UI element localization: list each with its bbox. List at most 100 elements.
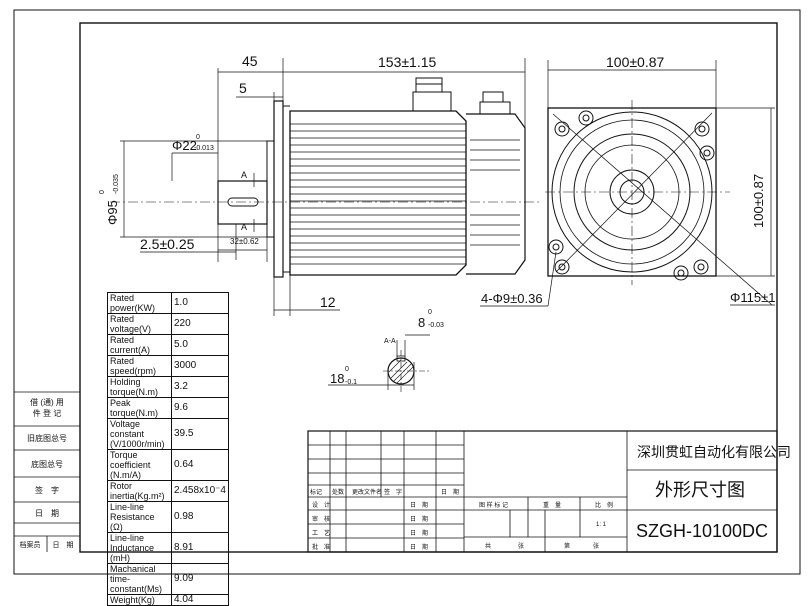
spec-row: Rated voltage(V)220 xyxy=(107,313,229,335)
tb-date-2: 日 期 xyxy=(410,515,428,523)
spec-value: 9.09 xyxy=(171,563,229,595)
dim-100-height: 100±0.87 xyxy=(751,174,766,228)
shaft-section-aa xyxy=(328,334,430,392)
sidebar-archive-date: 日 期 xyxy=(53,541,74,549)
side-view-dimensions xyxy=(120,58,526,316)
outer-border xyxy=(13,9,801,575)
spec-label: Rated voltage(V) xyxy=(107,313,172,335)
spec-label: Rated speed(rpm) xyxy=(107,355,172,377)
dim-key-height-tol-bot: -0.1 xyxy=(345,379,357,386)
tb-date-4: 日 期 xyxy=(410,543,428,551)
dim-key-height-tol-top: 0 xyxy=(345,366,349,373)
dim-shaft-dia: Φ22 xyxy=(172,138,197,153)
section-label: A-A xyxy=(384,338,396,345)
sidebar-usage-2: 件 登 记 xyxy=(33,408,61,418)
spec-label: Rated power(KW) xyxy=(107,292,172,314)
tb-scale: 比 例 xyxy=(595,501,613,509)
sidebar-sign: 签 字 xyxy=(35,485,59,495)
tb-total: 共 xyxy=(485,542,491,550)
spec-label: Torque coefficient (N.m/A) xyxy=(107,449,172,481)
sidebar-base-drawing: 底图总号 xyxy=(31,459,63,469)
sidebar-old-drawing: 旧底图总号 xyxy=(27,433,67,443)
spec-label: Machanical time-constant(Ms) xyxy=(107,563,172,595)
dim-2-5: 2.5±0.25 xyxy=(140,236,195,252)
tb-header-date: 日 期 xyxy=(441,488,459,496)
tb-role-review: 审 核 xyxy=(312,515,330,523)
dim-32: 32±0.62 xyxy=(230,237,259,246)
dim-key-width-tol-top: 0 xyxy=(428,309,432,316)
tb-date-1: 日 期 xyxy=(410,501,428,509)
tb-header-file: 更改文件名 xyxy=(352,488,382,496)
motor-side-view xyxy=(110,77,540,278)
spec-value: 1.0 xyxy=(171,292,229,314)
dim-flange-dia: Φ95 xyxy=(105,200,120,225)
spec-value: 3000 xyxy=(171,355,229,377)
dim-pcd: Φ115±1 xyxy=(730,290,775,305)
spec-value: 8.91 xyxy=(171,532,229,564)
spec-row: Rated power(KW)1.0 xyxy=(107,292,229,314)
dim-flange-dia-tol-bot: -0.035 xyxy=(113,174,120,194)
spec-label: Peak torque(N.m) xyxy=(107,397,172,419)
spec-row: Torque coefficient (N.m/A)0.64 xyxy=(107,449,229,481)
tb-date-3: 日 期 xyxy=(410,529,428,537)
spec-value: 0.98 xyxy=(171,501,229,533)
spec-label: Line-line Inductance (mH) xyxy=(107,532,172,564)
spec-row: Voltage constant (V/1000r/min)39.5 xyxy=(107,418,229,450)
spec-label: Voltage constant (V/1000r/min) xyxy=(107,418,172,450)
sidebar-archivist: 档案员 xyxy=(20,540,41,549)
tb-sheets: 张 xyxy=(518,542,524,550)
dim-100-width: 100±0.87 xyxy=(606,54,665,70)
dim-flange-dia-tol-top: 0 xyxy=(99,190,106,194)
spec-value: 3.2 xyxy=(171,376,229,398)
sidebar-grid xyxy=(14,391,80,552)
spec-value: 9.6 xyxy=(171,397,229,419)
sidebar-usage-1: 借 (通) 用 xyxy=(30,397,64,407)
spec-value: 2.458x10⁻4 xyxy=(171,480,229,502)
section-mark-a-top: A xyxy=(241,170,247,180)
section-mark-a-bottom: A xyxy=(241,222,247,232)
title-block-grid xyxy=(307,430,778,553)
dim-holes: 4-Φ9±0.36 xyxy=(481,291,543,306)
spec-label: Holding torque(N.m) xyxy=(107,376,172,398)
dim-45: 45 xyxy=(242,53,258,69)
spec-label: Weight(Kg) xyxy=(107,594,172,606)
dim-shaft-dia-tol-top: 0 xyxy=(196,134,200,141)
sidebar-date: 日 期 xyxy=(35,509,59,518)
spec-label: Line-line Resistance (Ω) xyxy=(107,501,172,533)
spec-row: Machanical time-constant(Ms)9.09 xyxy=(107,563,229,595)
engineering-drawing: 45 5 153±1.15 100±0.87 Φ22 0 -0.013 Φ95 … xyxy=(13,9,801,575)
front-view-dimensions xyxy=(480,60,775,307)
tb-header-mark: 标记 xyxy=(310,488,322,496)
dim-key-width: 8 xyxy=(418,315,425,330)
dim-key-width-tol-bot: -0.03 xyxy=(428,322,444,329)
tb-role-process: 工 艺 xyxy=(312,529,330,537)
dim-12: 12 xyxy=(320,294,336,310)
spec-row: Weight(Kg)4.04 xyxy=(107,594,229,606)
motor-front-view xyxy=(545,100,773,306)
tb-header-count: 处数 xyxy=(332,488,344,496)
spec-row: Holding torque(N.m)3.2 xyxy=(107,376,229,398)
tb-scale-value: 1: 1 xyxy=(596,522,607,528)
spec-row: Line-line Inductance (mH)8.91 xyxy=(107,532,229,564)
tb-role-approve: 批 准 xyxy=(312,543,330,551)
dim-5: 5 xyxy=(239,80,247,96)
company-name: 深圳贯虹自动化有限公司 xyxy=(637,444,791,460)
dim-153: 153±1.15 xyxy=(378,54,437,70)
dim-shaft-dia-tol-bot: -0.013 xyxy=(194,145,214,152)
spec-row: Peak torque(N.m)9.6 xyxy=(107,397,229,419)
spec-label: Rated current(A) xyxy=(107,334,172,356)
spec-label: Rotor inertia(Kg.m²) xyxy=(107,480,172,502)
spec-value: 39.5 xyxy=(171,418,229,450)
tb-weight: 重 量 xyxy=(543,501,561,509)
model-number: SZGH-10100DC xyxy=(636,521,768,541)
spec-value: 220 xyxy=(171,313,229,335)
drawing-title: 外形尺寸图 xyxy=(655,480,745,500)
spec-value: 4.04 xyxy=(171,594,229,606)
spec-row: Line-line Resistance (Ω)0.98 xyxy=(107,501,229,533)
spec-row: Rated speed(rpm)3000 xyxy=(107,355,229,377)
tb-sheet-suffix: 张 xyxy=(593,542,599,550)
spec-value: 0.64 xyxy=(171,449,229,481)
spec-value: 5.0 xyxy=(171,334,229,356)
